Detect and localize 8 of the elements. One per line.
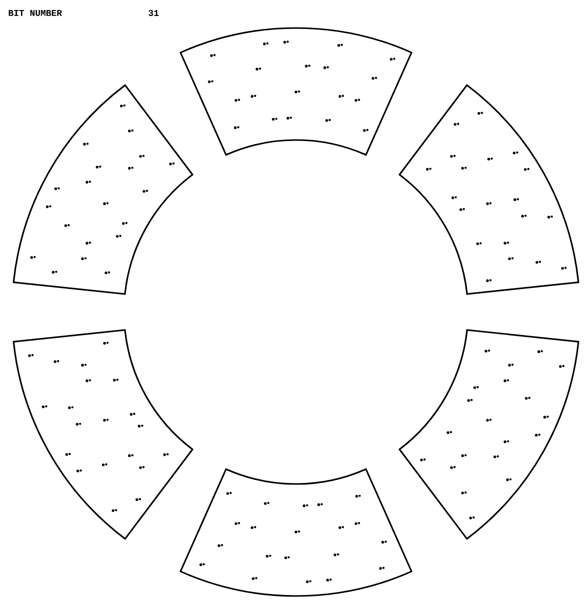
heading-text: BIT NUMBER [8, 10, 62, 16]
sector-band [12, 84, 194, 295]
bit-number: 31 [148, 10, 159, 16]
sector-band [180, 27, 412, 156]
sector-band [398, 329, 580, 540]
sector-band [180, 468, 412, 597]
sector-band [12, 329, 194, 540]
sector-band [398, 84, 580, 295]
